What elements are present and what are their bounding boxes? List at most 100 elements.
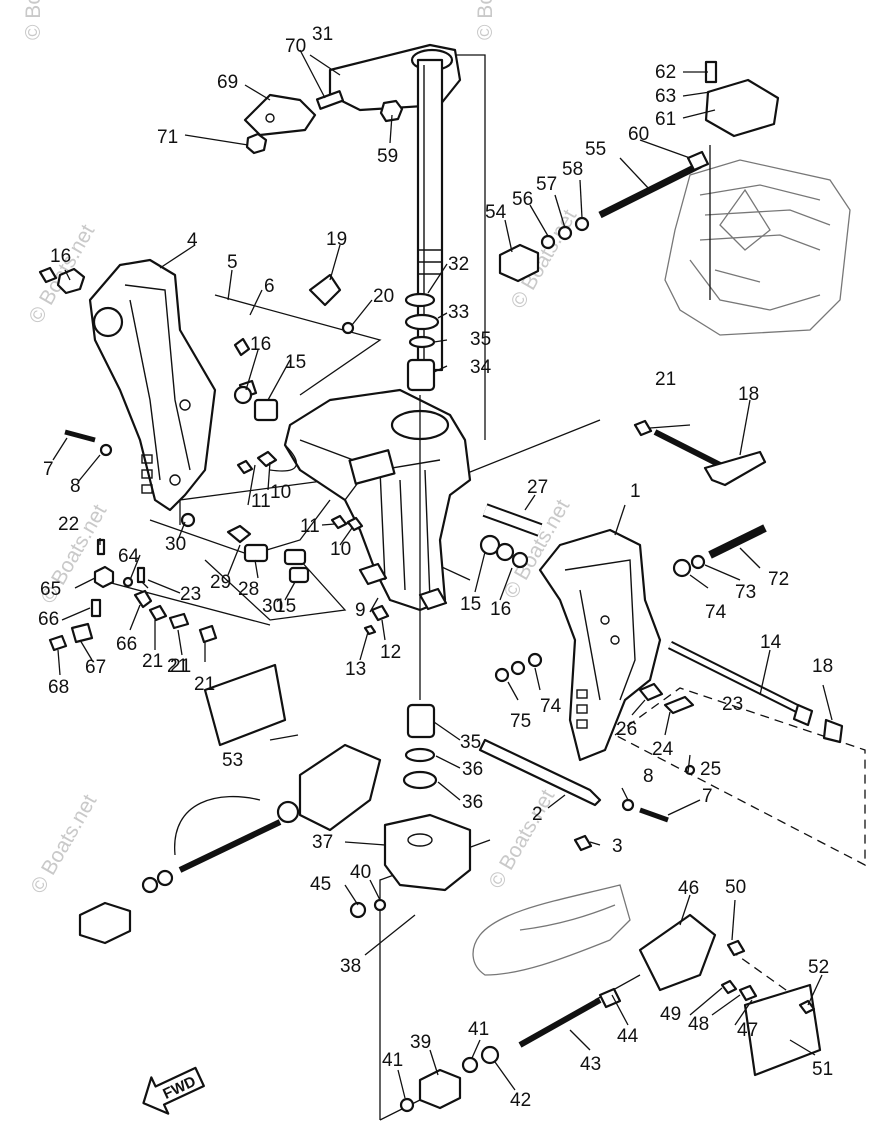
callout: 8 <box>70 476 81 497</box>
callout: 30 <box>165 534 186 555</box>
callout: 7 <box>702 786 713 807</box>
callout: 52 <box>808 957 829 978</box>
callout: 74 <box>705 602 727 623</box>
callout: 49 <box>660 1004 681 1025</box>
callout: 37 <box>312 832 333 853</box>
callout: 42 <box>510 1090 531 1111</box>
callout: 6 <box>264 276 275 297</box>
callout: 10 <box>270 482 291 503</box>
callout: 36 <box>462 759 483 780</box>
callout: 71 <box>157 127 178 148</box>
callout: 31 <box>312 24 333 45</box>
callout: 51 <box>812 1059 833 1080</box>
callout: 68 <box>48 677 69 698</box>
callout: 1 <box>630 481 641 502</box>
part-callouts: 1 2 3 4 5 6 7 7 8 8 9 10 10 11 11 12 13 … <box>38 24 833 1111</box>
leader-lines <box>52 49 833 1099</box>
callout: 21 <box>142 651 163 672</box>
callout: 15 <box>460 594 481 615</box>
callout: 13 <box>345 659 366 680</box>
callout: 67 <box>85 657 106 678</box>
callout: 50 <box>725 877 746 898</box>
callout: 44 <box>617 1026 639 1047</box>
callout: 69 <box>217 72 238 93</box>
callout: 65 <box>40 579 61 600</box>
callout: 12 <box>380 642 401 663</box>
callout: 66 <box>116 634 137 655</box>
callout: 23 <box>722 694 743 715</box>
callout: 53 <box>222 750 243 771</box>
callout: 29 <box>210 572 231 593</box>
callout: 14 <box>760 632 782 653</box>
callout: 35 <box>460 732 481 753</box>
callout: 64 <box>118 546 140 567</box>
callout: 66 <box>38 609 59 630</box>
callout: 60 <box>628 124 649 145</box>
callout: 21 <box>170 656 191 677</box>
callout: 5 <box>227 252 238 273</box>
clamp-bracket-left <box>88 258 217 512</box>
callout: 62 <box>655 62 676 83</box>
callout: 11 <box>300 516 320 537</box>
callout: 19 <box>326 229 347 250</box>
callout: 7 <box>43 459 54 480</box>
callout: 2 <box>532 804 543 825</box>
callout: 16 <box>50 246 71 267</box>
callout: 8 <box>643 766 654 787</box>
callout: 28 <box>238 579 259 600</box>
callout: 74 <box>540 696 562 717</box>
callout: 38 <box>340 956 361 977</box>
callout: 75 <box>510 711 531 732</box>
callout: 73 <box>735 582 756 603</box>
callout: 9 <box>355 600 366 621</box>
callout: 24 <box>652 739 674 760</box>
callout: 21 <box>655 369 676 390</box>
callout: 36 <box>462 792 483 813</box>
callout: 20 <box>373 286 394 307</box>
callout: 10 <box>330 539 351 560</box>
callout: 55 <box>585 139 606 160</box>
callout: 23 <box>180 584 201 605</box>
callout: 4 <box>187 230 198 251</box>
callout: 39 <box>410 1032 431 1053</box>
engine-outline <box>664 145 851 336</box>
watermark-top-mid: © Boats.net <box>474 0 497 40</box>
callout: 70 <box>285 36 306 57</box>
bracket-plate-70 <box>243 90 404 155</box>
callout: 43 <box>580 1054 601 1075</box>
lower-components <box>78 663 822 1113</box>
callout: 27 <box>527 477 548 498</box>
callout: 61 <box>655 109 676 130</box>
steering-arm <box>328 43 462 372</box>
callout: 54 <box>485 202 507 223</box>
clamp-bracket-right <box>538 528 662 762</box>
callout: 16 <box>490 599 511 620</box>
callout: 30 <box>262 596 283 617</box>
callout: 18 <box>738 384 759 405</box>
callout: 26 <box>616 719 637 740</box>
callout: 34 <box>470 357 492 378</box>
callout: 56 <box>512 189 533 210</box>
callout: 40 <box>350 862 371 883</box>
callout: 21 <box>194 674 215 695</box>
callout: 21 <box>167 656 188 677</box>
watermark-center-lower: © Boats.net <box>484 786 559 893</box>
callout: 15 <box>275 596 296 617</box>
callout: 41 <box>468 1019 489 1040</box>
watermark-left-lower: © Boats.net <box>26 791 101 898</box>
small-parts-left <box>38 266 355 652</box>
callout: 47 <box>737 1020 758 1041</box>
callout: 63 <box>655 86 676 107</box>
small-parts-right <box>330 419 816 1015</box>
callout: 41 <box>382 1050 403 1071</box>
callout: 32 <box>448 254 469 275</box>
callout: 22 <box>58 514 79 535</box>
fwd-arrow: FWD <box>142 1066 205 1115</box>
watermark-top-left: © Boats.net <box>22 0 45 40</box>
shafts-and-bolts <box>482 60 844 744</box>
callout: 3 <box>612 836 623 857</box>
callout: 58 <box>562 159 583 180</box>
callout: 18 <box>812 656 833 677</box>
callout: 72 <box>768 569 789 590</box>
